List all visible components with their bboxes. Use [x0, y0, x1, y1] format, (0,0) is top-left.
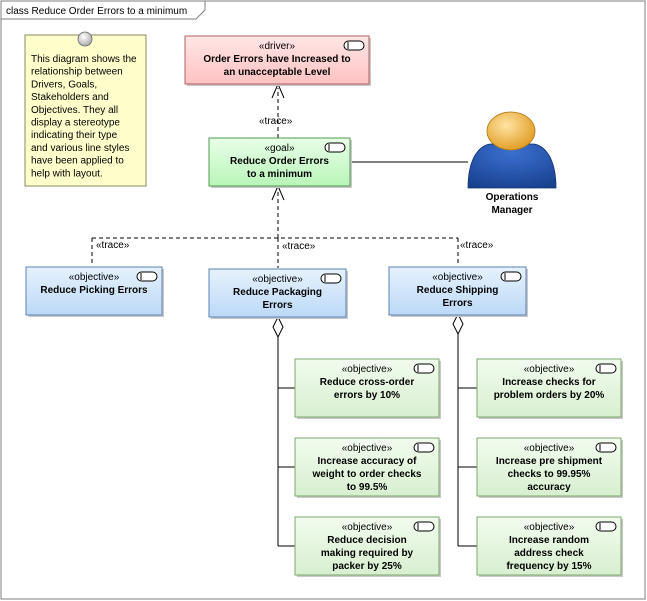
element-picking[interactable]: «objective» Reduce Picking Errors [25, 266, 164, 317]
element-stereotype: «objective» [524, 364, 575, 375]
element-stereotype: «objective» [342, 443, 393, 454]
note-text: This diagram shows the relationship betwe… [31, 54, 137, 179]
element-cross-order[interactable]: «objective» Reduce cross-order errors by 1… [294, 358, 441, 419]
element-name-line: weight to order checks [312, 469, 422, 480]
element-name-line: Reduce decision [327, 535, 406, 546]
stereotype-icon [595, 363, 617, 374]
stereotype-icon [595, 442, 617, 453]
element-driver[interactable]: «driver» Order Errors have Increased to an… [184, 35, 371, 86]
element-goal[interactable]: «goal» Reduce Order Errors to a minimum [208, 137, 352, 188]
element-box [184, 35, 370, 85]
note-line: Objectives. They all [31, 105, 118, 116]
element-name-line: Reduce Shipping [417, 285, 499, 296]
actor-body-icon [467, 143, 557, 189]
element-name-line: Reduce Order Errors [230, 156, 329, 167]
stereotype-icon [413, 442, 435, 453]
stereotype-icon [320, 273, 342, 284]
element-name-line: making required by [321, 548, 414, 559]
element-name-line: to a minimum [247, 169, 312, 180]
element-name-line: Increase pre shipment [496, 456, 603, 467]
element-pre-shipment[interactable]: «objective» Increase pre shipment checks t… [476, 437, 623, 498]
element-name-line: Increase random [509, 535, 589, 546]
trace-label-goal-driver: «trace» [259, 116, 293, 127]
stereotype-icon [500, 271, 522, 282]
element-name-line: Reduce cross-order [320, 377, 415, 388]
element-name-line: address check [514, 548, 584, 559]
element-stereotype: «objective» [524, 522, 575, 533]
stereotype-icon [413, 363, 435, 374]
diagram-note[interactable]: This diagram shows the relationship betwe… [24, 31, 147, 187]
element-stereotype: «objective» [524, 443, 575, 454]
element-problem-orders[interactable]: «objective» Increase checks for problem or… [476, 358, 623, 419]
stereotype-icon [324, 142, 346, 153]
element-stereotype: «goal» [264, 143, 294, 154]
stereotype-icon [595, 521, 617, 532]
element-name-line: Increase accuracy of [318, 456, 418, 467]
element-name-line: packer by 25% [332, 561, 402, 572]
element-name-line: accuracy [527, 482, 571, 493]
element-weight[interactable]: «objective» Increase accuracy of weight to… [294, 437, 441, 498]
element-name-line: Increase checks for [502, 377, 595, 388]
stereotype-icon [136, 271, 158, 282]
note-line: Stakeholders and [31, 92, 109, 103]
element-name-line: Errors [262, 300, 292, 311]
trace-label-packaging: «trace» [282, 241, 316, 252]
element-decision[interactable]: «objective» Reduce decision making require… [294, 516, 441, 577]
element-name-line: frequency by 15% [506, 561, 591, 572]
actor-name-line: Operations [486, 192, 539, 203]
actor-name-line: Manager [491, 205, 532, 216]
element-name-line: an unacceptable Level [224, 67, 331, 78]
element-random-address[interactable]: «objective» Increase random address check f… [476, 516, 623, 577]
element-name-line: to 99.5% [347, 482, 388, 493]
note-line: have been applied to [31, 156, 124, 167]
note-line: and various line styles [31, 143, 129, 154]
note-line: Drivers, Goals, [31, 79, 97, 90]
element-stereotype: «objective» [252, 274, 303, 285]
actor-head-icon [486, 111, 536, 151]
note-line: help with layout. [31, 168, 103, 179]
stereotype-icon [413, 521, 435, 532]
diagram-elements: «driver» Order Errors have Increased to an… [25, 35, 623, 577]
trace-label-shipping: «trace» [460, 240, 494, 251]
element-stereotype: «objective» [342, 522, 393, 533]
element-name-line: problem orders by 20% [494, 390, 605, 401]
element-name-line: checks to 99.95% [508, 469, 591, 480]
element-name-line: Order Errors have Increased to [203, 54, 350, 65]
element-stereotype: «driver» [259, 41, 296, 52]
note-line: display a stereotype [31, 118, 120, 129]
note-line: This diagram shows the [31, 54, 137, 65]
element-stereotype: «objective» [69, 272, 120, 283]
element-name-line: Reduce Packaging [233, 287, 322, 298]
element-stereotype: «objective» [342, 364, 393, 375]
frame-title: class Reduce Order Errors to a minimum [6, 6, 187, 17]
element-name-line: Reduce Picking Errors [40, 285, 148, 296]
element-stereotype: «objective» [432, 272, 483, 283]
trace-label-picking: «trace» [96, 240, 130, 251]
element-name-line: errors by 10% [334, 390, 400, 401]
note-line: indicating their type [31, 130, 118, 141]
note-line: relationship between [31, 67, 123, 78]
element-name-line: Errors [442, 298, 472, 309]
stereotype-icon [343, 40, 365, 51]
pin-icon [77, 31, 93, 47]
